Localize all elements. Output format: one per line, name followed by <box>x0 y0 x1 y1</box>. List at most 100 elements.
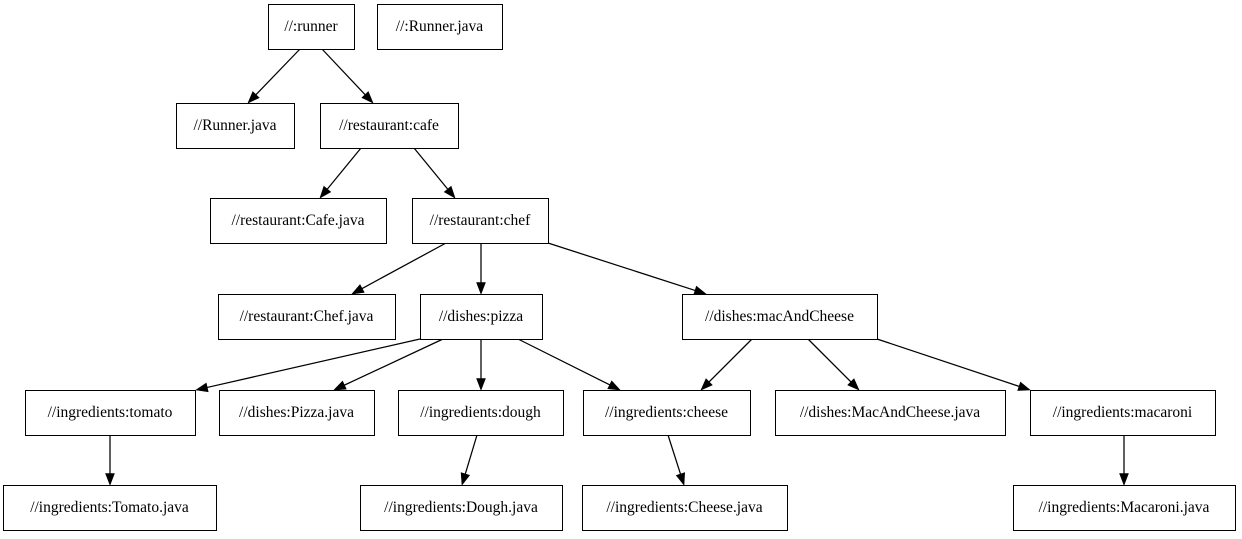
graph-node[interactable]: //ingredients:Dough.java <box>359 484 564 532</box>
graph-node[interactable]: //restaurant:cafe <box>319 102 460 150</box>
node-label: //ingredients:tomato <box>48 404 173 421</box>
node-box[interactable] <box>1029 389 1217 437</box>
graph-edge <box>667 434 686 486</box>
edge-arrowhead <box>700 378 713 391</box>
edge-line <box>344 338 444 386</box>
edge-arrowhead <box>607 380 621 391</box>
edge-line <box>708 338 753 383</box>
graph-node[interactable]: //dishes:Pizza.java <box>218 389 376 437</box>
graph-node[interactable]: //dishes:MacAndCheese.java <box>774 389 1007 437</box>
node-box[interactable] <box>209 197 388 245</box>
graph-node[interactable]: //Runner.java <box>175 102 296 150</box>
graph-edge <box>351 242 447 295</box>
graph-edge <box>247 48 301 104</box>
graph-node[interactable]: //dishes:macAndCheese <box>681 293 879 341</box>
node-label: //dishes:macAndCheese <box>705 308 854 325</box>
edge-arrowhead <box>333 380 347 391</box>
graph-node[interactable]: //ingredients:cheese <box>582 389 752 437</box>
node-box[interactable] <box>319 102 460 150</box>
graph-node[interactable]: //ingredients:macaroni <box>1029 389 1217 437</box>
graph-node[interactable]: //restaurant:Cafe.java <box>209 197 388 245</box>
graph-node[interactable]: //:runner <box>267 3 356 51</box>
graph-edge <box>460 434 478 486</box>
edge-arrowhead <box>675 472 686 486</box>
node-label: //dishes:pizza <box>439 308 523 325</box>
node-box[interactable] <box>397 389 565 437</box>
edge-line <box>255 48 301 96</box>
graph-edge <box>333 338 444 391</box>
graph-edge <box>321 48 374 104</box>
node-box[interactable] <box>411 197 550 245</box>
graph-edge <box>413 147 456 199</box>
node-box[interactable] <box>359 484 564 532</box>
graph-edge <box>517 338 621 391</box>
graph-edge <box>476 339 486 391</box>
graph-node[interactable]: //ingredients:Cheese.java <box>581 484 789 532</box>
node-label: //ingredients:macaroni <box>1053 404 1193 421</box>
node-label: //dishes:MacAndCheese.java <box>800 404 980 421</box>
graph-edge <box>476 243 486 295</box>
graph-edge <box>876 338 1031 391</box>
edge-arrowhead <box>361 91 374 104</box>
node-box[interactable] <box>217 293 397 341</box>
node-label: //restaurant:Cafe.java <box>232 212 365 229</box>
node-label: //:runner <box>284 18 338 35</box>
edge-arrowhead <box>247 91 260 104</box>
edge-line <box>321 48 366 96</box>
graph-edge <box>807 338 860 391</box>
nodes-layer: //:runner //:Runner.java //Runner.java //re… <box>2 3 1237 532</box>
edge-line <box>413 147 449 190</box>
edge-arrowhead <box>319 185 332 199</box>
graph-node[interactable]: //restaurant:chef <box>411 197 550 245</box>
node-label: //:Runner.java <box>396 18 484 35</box>
graph-node[interactable]: //dishes:pizza <box>419 293 544 341</box>
node-label: //ingredients:Macaroni.java <box>1039 499 1210 516</box>
edge-line <box>517 338 610 386</box>
node-box[interactable] <box>267 3 356 51</box>
node-box[interactable] <box>681 293 879 341</box>
node-box[interactable] <box>581 484 789 532</box>
graph-node[interactable]: //ingredients:Macaroni.java <box>1012 484 1237 532</box>
node-label: //ingredients:Dough.java <box>384 499 538 516</box>
node-label: //ingredients:cheese <box>605 404 728 421</box>
edge-line <box>207 338 421 389</box>
edge-line <box>667 434 682 475</box>
edges-layer <box>105 48 1129 486</box>
node-label: //dishes:Pizza.java <box>239 404 354 421</box>
node-label: //ingredients:Tomato.java <box>30 499 189 516</box>
node-box[interactable] <box>582 389 752 437</box>
graph-node[interactable]: //ingredients:Tomato.java <box>2 484 218 532</box>
graph-edge <box>1119 435 1129 486</box>
node-box[interactable] <box>419 293 544 341</box>
edge-arrowhead <box>1119 473 1129 486</box>
node-box[interactable] <box>1012 484 1237 532</box>
edge-arrowhead <box>443 185 456 199</box>
node-box[interactable] <box>218 389 376 437</box>
graph-node[interactable]: //restaurant:Chef.java <box>217 293 397 341</box>
node-box[interactable] <box>774 389 1007 437</box>
edge-arrowhead <box>476 378 486 391</box>
graph-node[interactable]: //ingredients:dough <box>397 389 565 437</box>
edge-line <box>807 338 852 383</box>
edge-arrowhead <box>351 284 365 295</box>
edge-line <box>876 338 1020 387</box>
edge-arrowhead <box>476 282 486 295</box>
node-box[interactable] <box>376 3 504 51</box>
node-box[interactable] <box>2 484 218 532</box>
graph-edge <box>547 242 707 295</box>
node-box[interactable] <box>24 389 197 437</box>
node-label: //ingredients:dough <box>420 404 541 421</box>
edge-arrowhead <box>693 285 707 295</box>
edge-arrowhead <box>195 382 209 393</box>
node-label: //Runner.java <box>193 117 276 134</box>
graph-node[interactable]: //ingredients:tomato <box>24 389 197 437</box>
node-box[interactable] <box>175 102 296 150</box>
graph-edge <box>195 338 421 393</box>
node-label: //restaurant:chef <box>430 212 532 229</box>
graph-edge <box>319 147 362 199</box>
edge-arrowhead <box>460 472 471 486</box>
edge-arrowhead <box>847 378 860 391</box>
graph-node[interactable]: //:Runner.java <box>376 3 504 51</box>
